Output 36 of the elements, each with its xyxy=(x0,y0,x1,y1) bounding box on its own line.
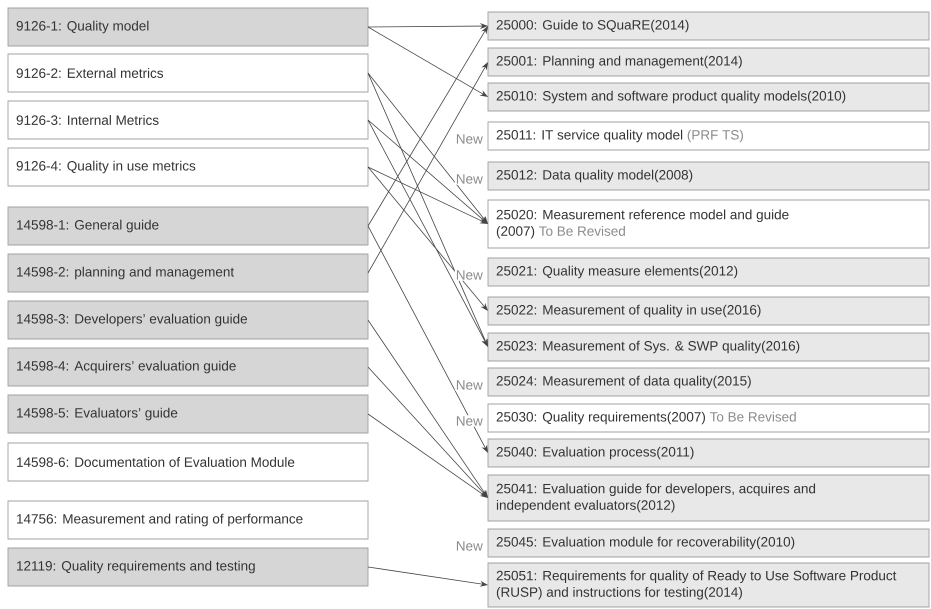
standard-box: 25020: Measurement reference model and guide (2007) To Be Revised xyxy=(488,200,930,248)
status-label: New xyxy=(454,415,484,427)
standard-box: 25012: Data quality model(2008) xyxy=(488,162,930,190)
standard-box: 9126-2: External metrics xyxy=(8,54,368,92)
standard-box: 25011: IT service quality model (PRF TS) xyxy=(488,122,930,150)
standard-box: 25051: Requirements for quality of Ready to Use Software Product (RUSP) and instructions for testing(2014) xyxy=(488,562,930,608)
standard-box: 25023: Measurement of Sys. & SWP quality(2016) xyxy=(488,332,930,362)
standard-box: 25030: Quality requirements(2007) To Be Revised xyxy=(488,404,930,432)
standard-box: 25021: Quality measure elements(2012) xyxy=(488,258,930,286)
status-label: New xyxy=(454,269,484,281)
standard-box: 14598-5: Evaluators’ guide xyxy=(8,394,368,434)
standard-box: 14598-6: Documentation of Evaluation Module xyxy=(8,442,368,482)
standard-box: 14756: Measurement and rating of performance xyxy=(8,500,368,540)
status-label: New xyxy=(454,133,484,145)
arrow xyxy=(368,366,488,498)
status-label: New xyxy=(454,173,484,185)
standard-box: 25024: Measurement of data quality(2015) xyxy=(488,368,930,396)
standard-box: 25040: Evaluation process(2011) xyxy=(488,438,930,468)
standard-box: 12119: Quality requirements and testing xyxy=(8,548,368,586)
status-label: New xyxy=(454,540,484,552)
standard-box: 9126-1: Quality model xyxy=(8,8,368,46)
standard-box: 25041: Evaluation guide for developers, acquires and independent evaluators(2012) xyxy=(488,474,930,522)
standard-box: 25022: Measurement of quality in use(2016) xyxy=(488,296,930,326)
standard-box: 14598-4: Acquirers’ evaluation guide xyxy=(8,348,368,386)
standard-box: 25000: Guide to SQuaRE(2014) xyxy=(488,12,930,40)
standard-box: 14598-1: General guide xyxy=(8,206,368,246)
standard-box: 9126-4: Quality in use metrics xyxy=(8,148,368,186)
arrow xyxy=(368,120,488,224)
arrow xyxy=(368,166,488,311)
standard-box: 25010: System and software product quality models(2010) xyxy=(488,82,930,112)
standard-box: 25001: Planning and management(2014) xyxy=(488,48,930,76)
standard-box: 25045: Evaluation module for recoverability(2010) xyxy=(488,528,930,558)
standard-box: 14598-2: planning and management xyxy=(8,254,368,292)
status-label: New xyxy=(454,379,484,391)
standard-box: 9126-3: Internal Metrics xyxy=(8,100,368,140)
standard-box: 14598-3: Developers’ evaluation guide xyxy=(8,300,368,340)
